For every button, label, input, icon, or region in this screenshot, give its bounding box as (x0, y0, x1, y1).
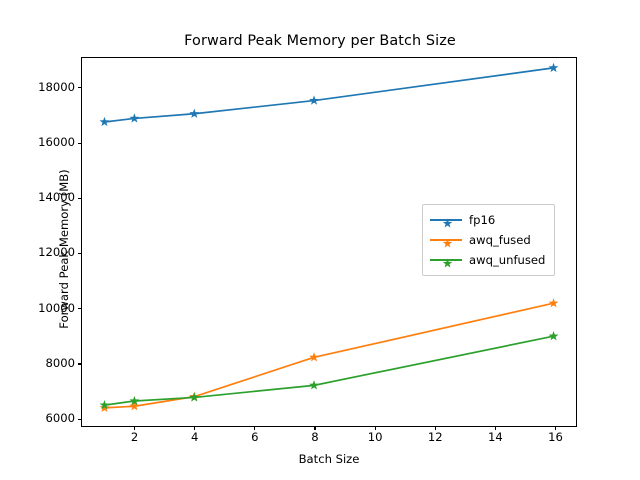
star-marker-icon (99, 399, 110, 410)
legend-swatch-awq-unfused (430, 253, 462, 268)
y-tick-label: 16000 (38, 135, 75, 150)
plot-area: 6000 8000 10000 12000 14000 16000 18000 2 4 6 8 10… (38, 57, 577, 443)
x-tick-mark (134, 426, 136, 430)
star-marker-icon (99, 402, 110, 413)
legend-item: awq_fused (430, 230, 545, 250)
legend: fp16 awq_fused awq_unfused (422, 204, 556, 276)
legend-swatch-fp16 (430, 213, 462, 228)
x-tick-mark (554, 426, 557, 430)
x-tick-label: 6 (251, 430, 259, 444)
x-tick-mark (374, 426, 376, 430)
x-tick-mark (494, 426, 496, 430)
star-marker-icon (309, 352, 319, 362)
legend-item: fp16 (430, 210, 545, 230)
y-tick-mark (78, 308, 82, 310)
series-line (104, 335, 554, 406)
star-marker-icon (309, 95, 319, 105)
x-tick-mark (194, 426, 196, 430)
series-line (104, 302, 554, 409)
y-tick-label: 10000 (38, 300, 75, 315)
x-tick-label: 2 (130, 430, 139, 444)
y-tick-mark (78, 418, 82, 420)
legend-label: awq_fused (469, 233, 531, 247)
data-series-layer (99, 62, 559, 413)
x-tick-label: 12 (427, 430, 443, 444)
legend-label: awq_unfused (469, 253, 546, 267)
legend-label: fp16 (469, 213, 496, 227)
x-tick-mark (314, 426, 316, 430)
y-tick-label: 18000 (38, 80, 75, 95)
x-tick-label: 16 (548, 430, 563, 444)
star-marker-icon (548, 62, 559, 73)
y-tick-mark (78, 142, 82, 144)
y-axis-label: Forward Peak Memory (MB) (57, 169, 71, 329)
star-marker-icon (189, 392, 200, 402)
y-tick-mark (78, 363, 82, 365)
star-marker-icon (442, 254, 453, 268)
y-tick-label: 12000 (38, 245, 75, 260)
x-tick-label: 4 (191, 430, 199, 444)
star-marker-icon (129, 395, 140, 406)
x-tick-label: 14 (487, 430, 503, 444)
chart-title: Forward Peak Memory per Batch Size (184, 33, 456, 49)
star-marker-icon (548, 298, 559, 308)
star-marker-icon (442, 214, 453, 228)
legend-item: awq_unfused (430, 250, 545, 270)
star-marker-icon (548, 331, 559, 341)
y-tick-label: 14000 (38, 190, 75, 205)
star-marker-icon (129, 113, 140, 123)
series-line (104, 67, 554, 123)
star-marker-icon (442, 234, 453, 248)
series-awq_unfused (99, 331, 559, 410)
x-tick-mark (434, 426, 436, 430)
y-tick-mark (78, 197, 82, 199)
y-tick-label: 8000 (45, 356, 75, 371)
y-tick-label: 6000 (45, 411, 75, 426)
star-marker-icon (99, 116, 110, 127)
y-tick-mark (78, 252, 82, 255)
x-tick-mark (254, 426, 256, 430)
x-tick-label: 10 (367, 430, 383, 444)
x-axis-label: Batch Size (298, 452, 360, 466)
legend-swatch-awq-fused (430, 233, 462, 248)
x-tick-label: 8 (311, 430, 319, 444)
star-marker-icon (129, 401, 140, 411)
y-tick-mark (78, 87, 82, 89)
series-awq_fused (99, 298, 559, 413)
series-fp16 (99, 62, 559, 127)
star-marker-icon (189, 108, 200, 118)
star-marker-icon (309, 380, 319, 390)
